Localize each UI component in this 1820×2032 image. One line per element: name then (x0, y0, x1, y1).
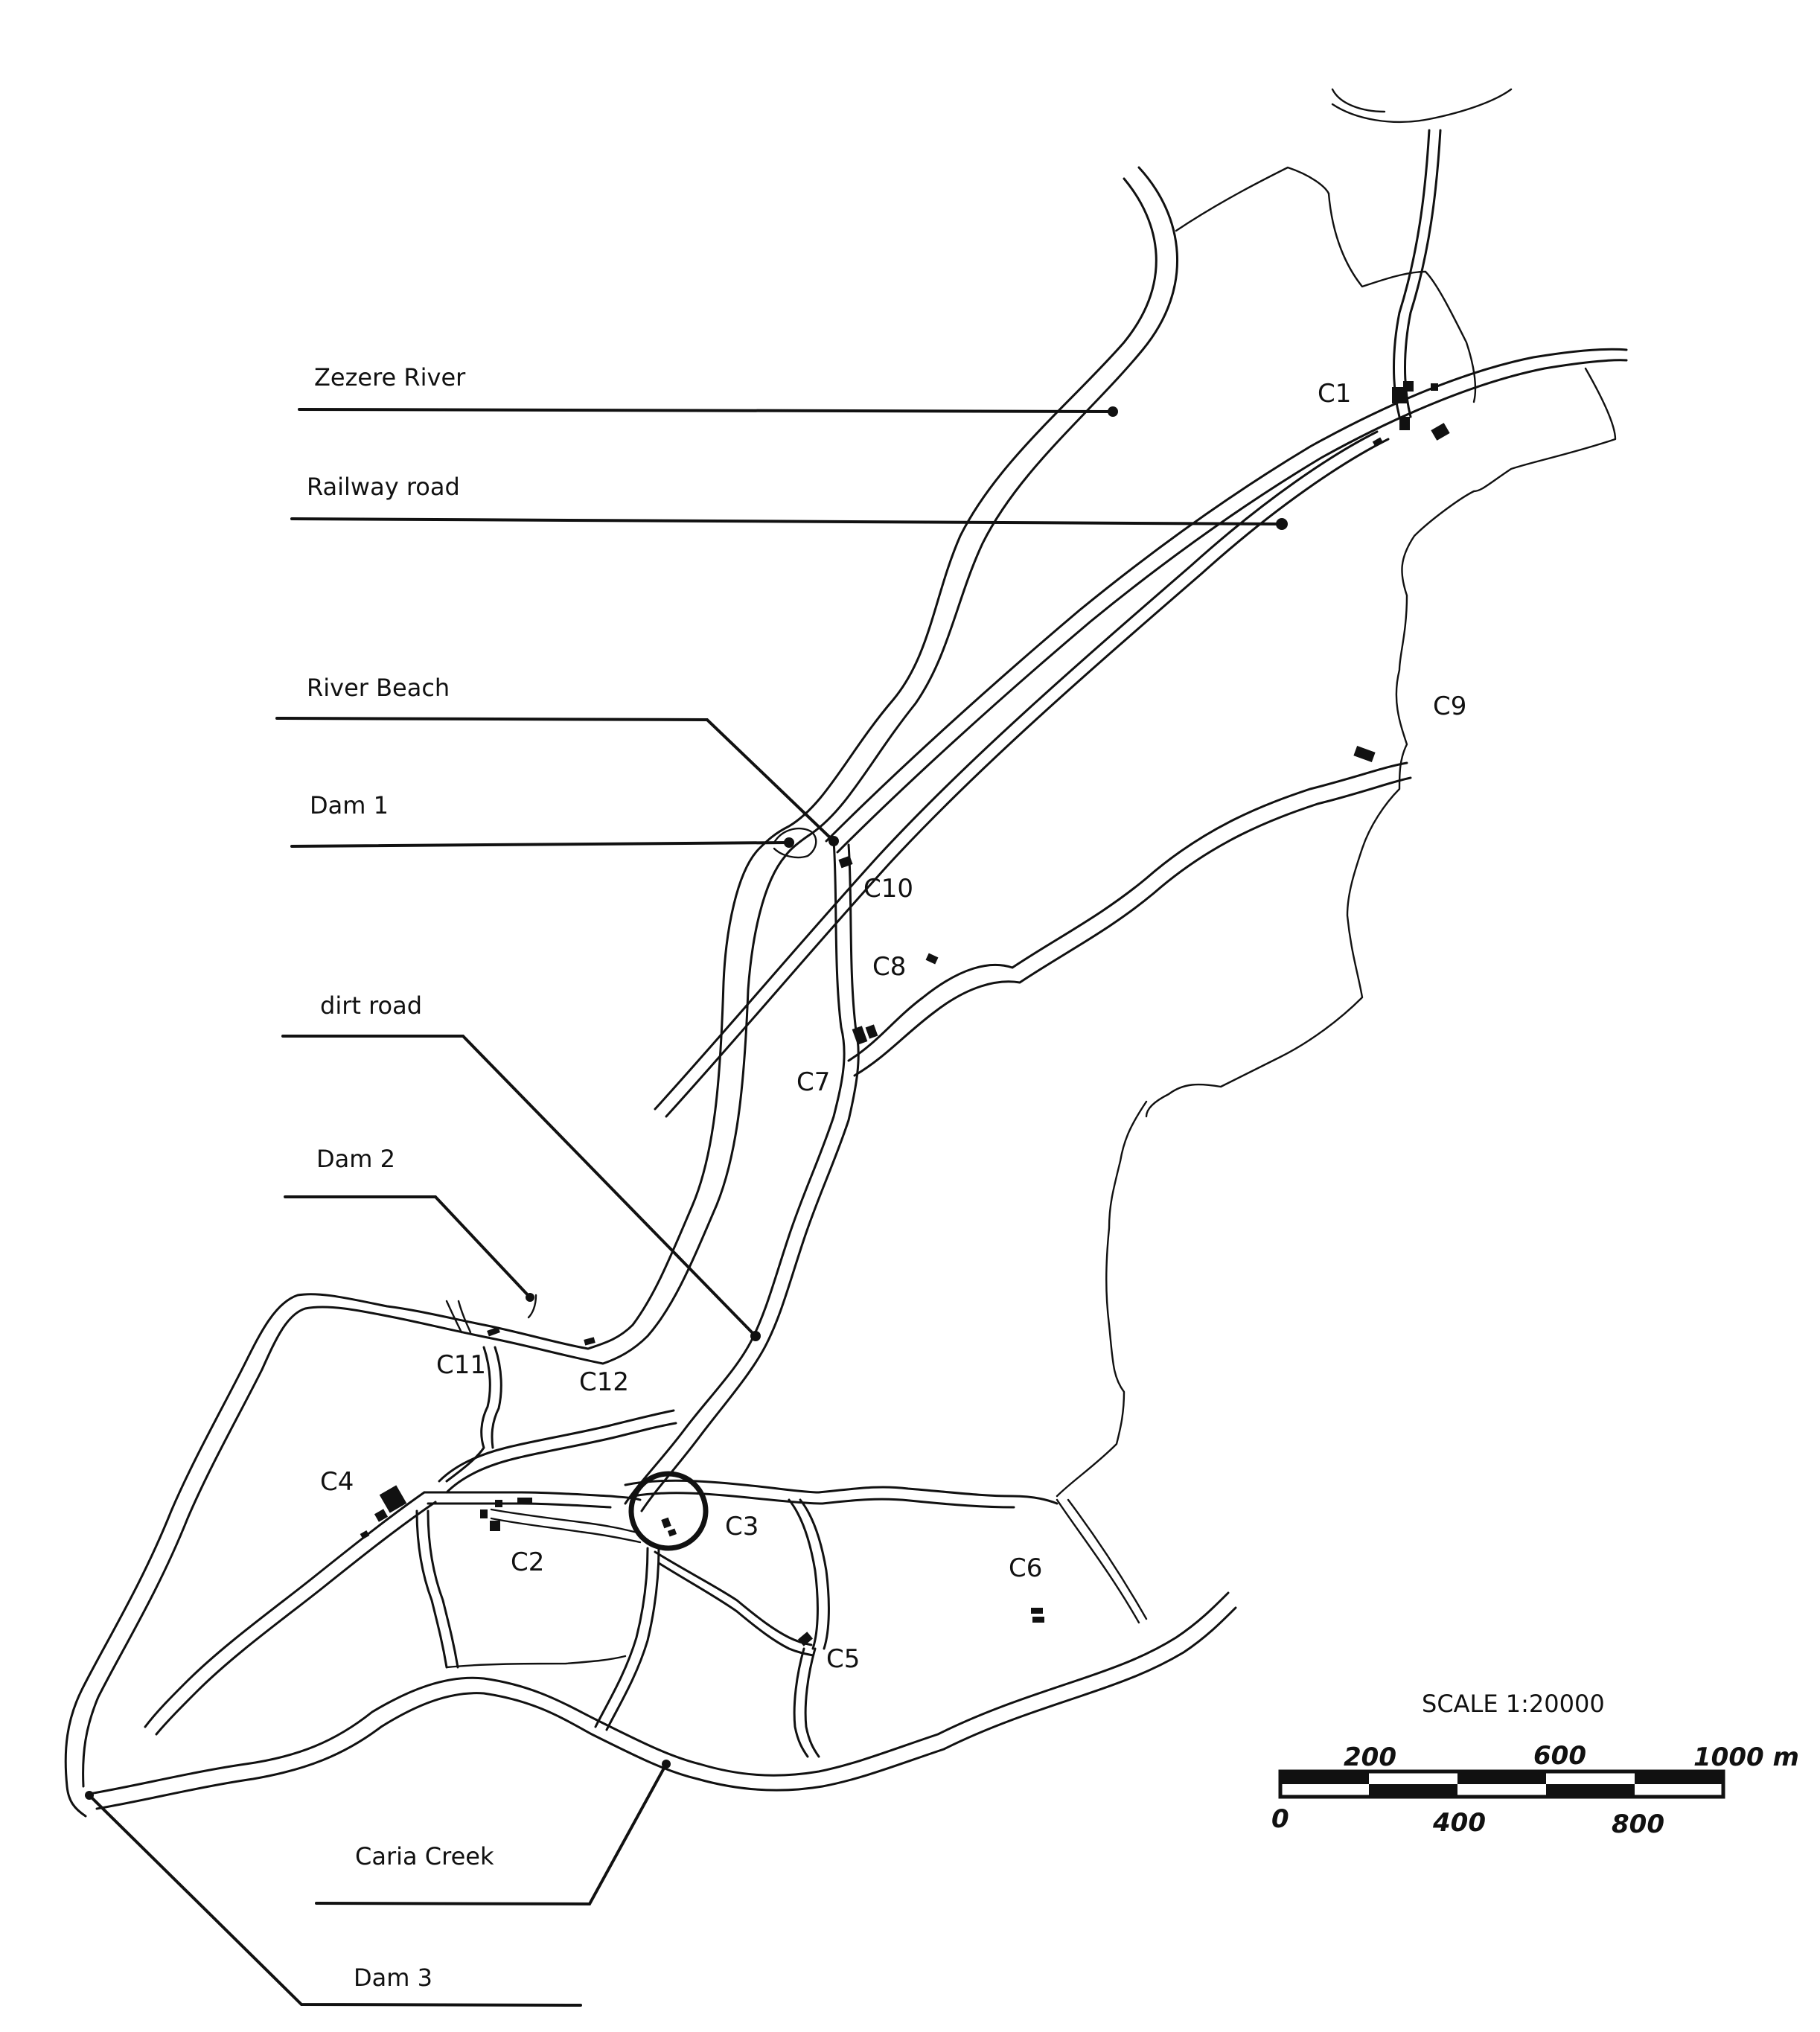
building-c5 (798, 1632, 813, 1646)
dirt-road (624, 840, 860, 1512)
scale-bar: SCALE 1:20000 200 600 1000 m 0 400 800 (1271, 1690, 1799, 1839)
building-c4 (374, 1509, 389, 1522)
label-text: Dam 3 (354, 1964, 432, 1992)
scale-tick-bottom-400: 400 (1432, 1808, 1486, 1838)
building-c2 (480, 1509, 488, 1518)
site-label-c6: C6 (1009, 1553, 1042, 1583)
zezere-river (64, 166, 1178, 1818)
building-c12 (584, 1337, 596, 1346)
site-label-c10: C10 (863, 874, 913, 904)
scale-tick-top-200: 200 (1344, 1742, 1396, 1772)
caria-creek (88, 1591, 1237, 1810)
building-c3 (667, 1528, 677, 1537)
building-c8 (865, 1024, 878, 1039)
building-c11 (487, 1326, 500, 1337)
site-label-c7: C7 (796, 1067, 830, 1097)
label-railway-road: Railway road (290, 473, 1288, 530)
label-caria-creek: Caria Creek (315, 1760, 671, 1906)
label-river-beach: River Beach (275, 674, 839, 846)
label-dam1: Dam 1 (290, 791, 817, 859)
label-text: dirt road (320, 991, 422, 1020)
building-c4 (379, 1485, 407, 1513)
building-c3 (661, 1517, 671, 1529)
building-c4 (360, 1530, 370, 1539)
label-dam3: Dam 3 (85, 1791, 582, 2007)
parcel-boundaries (624, 88, 1617, 1624)
scale-title: SCALE 1:20000 (1422, 1690, 1605, 1718)
label-text: River Beach (307, 674, 450, 702)
road-c9 (847, 761, 1412, 1077)
label-dirt-road: dirt road (281, 991, 761, 1341)
site-label-c3: C3 (725, 1512, 759, 1541)
scale-tick-bottom-800: 800 (1612, 1809, 1664, 1839)
site-label-c1: C1 (1318, 379, 1351, 409)
dam2-structure (527, 1294, 537, 1319)
building-c1 (1431, 423, 1450, 441)
building-c1 (1399, 417, 1410, 430)
label-text: Railway road (307, 473, 460, 501)
building-c8 (925, 953, 939, 965)
scale-tick-top-600: 600 (1533, 1741, 1586, 1771)
building-c2 (517, 1498, 532, 1504)
label-text: Caria Creek (355, 1842, 494, 1870)
scale-tick-bottom-0: 0 (1271, 1804, 1289, 1834)
site-label-c2: C2 (511, 1547, 544, 1577)
label-zezere-river: Zezere River (298, 363, 1118, 417)
site-label-c4: C4 (320, 1467, 354, 1497)
site-labels: C1 C9 C10 C8 C7 C11 C12 C4 C2 C3 C6 C5 (320, 379, 1466, 1674)
site-label-c5: C5 (826, 1644, 860, 1674)
building-c10 (838, 855, 853, 869)
building-c6 (1031, 1608, 1043, 1614)
label-text: Zezere River (314, 363, 466, 392)
building-c9 (1353, 745, 1376, 763)
building-c8 (852, 1026, 868, 1045)
label-dam2: Dam 2 (284, 1145, 534, 1302)
label-text: Dam 2 (316, 1145, 395, 1173)
building-c1 (1372, 437, 1384, 447)
c3-highlight-circle (628, 1471, 709, 1551)
label-text: Dam 1 (310, 791, 389, 819)
site-label-c12: C12 (579, 1367, 629, 1397)
site-label-c9: C9 (1433, 691, 1466, 721)
building-c1 (1431, 383, 1438, 391)
building-c2 (495, 1500, 502, 1507)
scale-tick-top-1000: 1000 m (1693, 1742, 1799, 1772)
railway-road (825, 348, 1628, 854)
site-label-c8: C8 (872, 952, 906, 982)
building-c1 (1403, 381, 1414, 392)
railway (654, 430, 1390, 1118)
building-c6 (1032, 1617, 1044, 1623)
site-label-c11: C11 (436, 1350, 486, 1380)
buildings (360, 381, 1450, 1646)
building-c2 (490, 1521, 500, 1531)
